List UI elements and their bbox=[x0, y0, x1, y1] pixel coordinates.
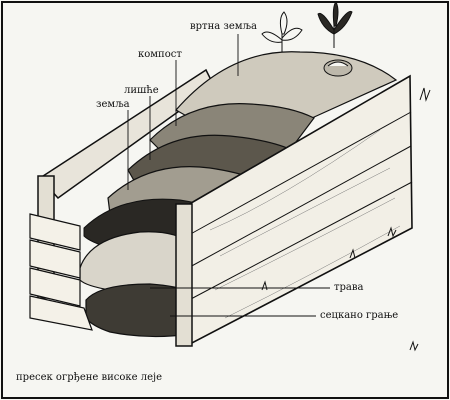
end-wall-board-3 bbox=[29, 267, 81, 307]
diagram-caption: пресек огрђене високе леје bbox=[16, 372, 163, 383]
label-compost: компост bbox=[138, 49, 182, 60]
label-soil: земља bbox=[96, 99, 130, 110]
front-corner-post bbox=[175, 203, 193, 347]
plant-seedlings bbox=[261, 1, 353, 77]
front-wall-planks bbox=[186, 111, 413, 301]
label-garden-soil: вртна земља bbox=[190, 21, 257, 32]
front-wall-grain bbox=[209, 129, 401, 319]
end-wall-board-1 bbox=[29, 213, 81, 251]
ground-grass bbox=[261, 87, 431, 352]
end-wall-board-2 bbox=[29, 239, 81, 279]
end-wall-board-4 bbox=[29, 295, 93, 331]
label-leaves: лишће bbox=[124, 85, 159, 96]
leader-lines bbox=[127, 34, 330, 317]
layer-chopped-branches bbox=[85, 283, 191, 338]
label-chopped-branches: сецкано грање bbox=[320, 310, 399, 321]
label-grass: трава bbox=[334, 282, 364, 293]
